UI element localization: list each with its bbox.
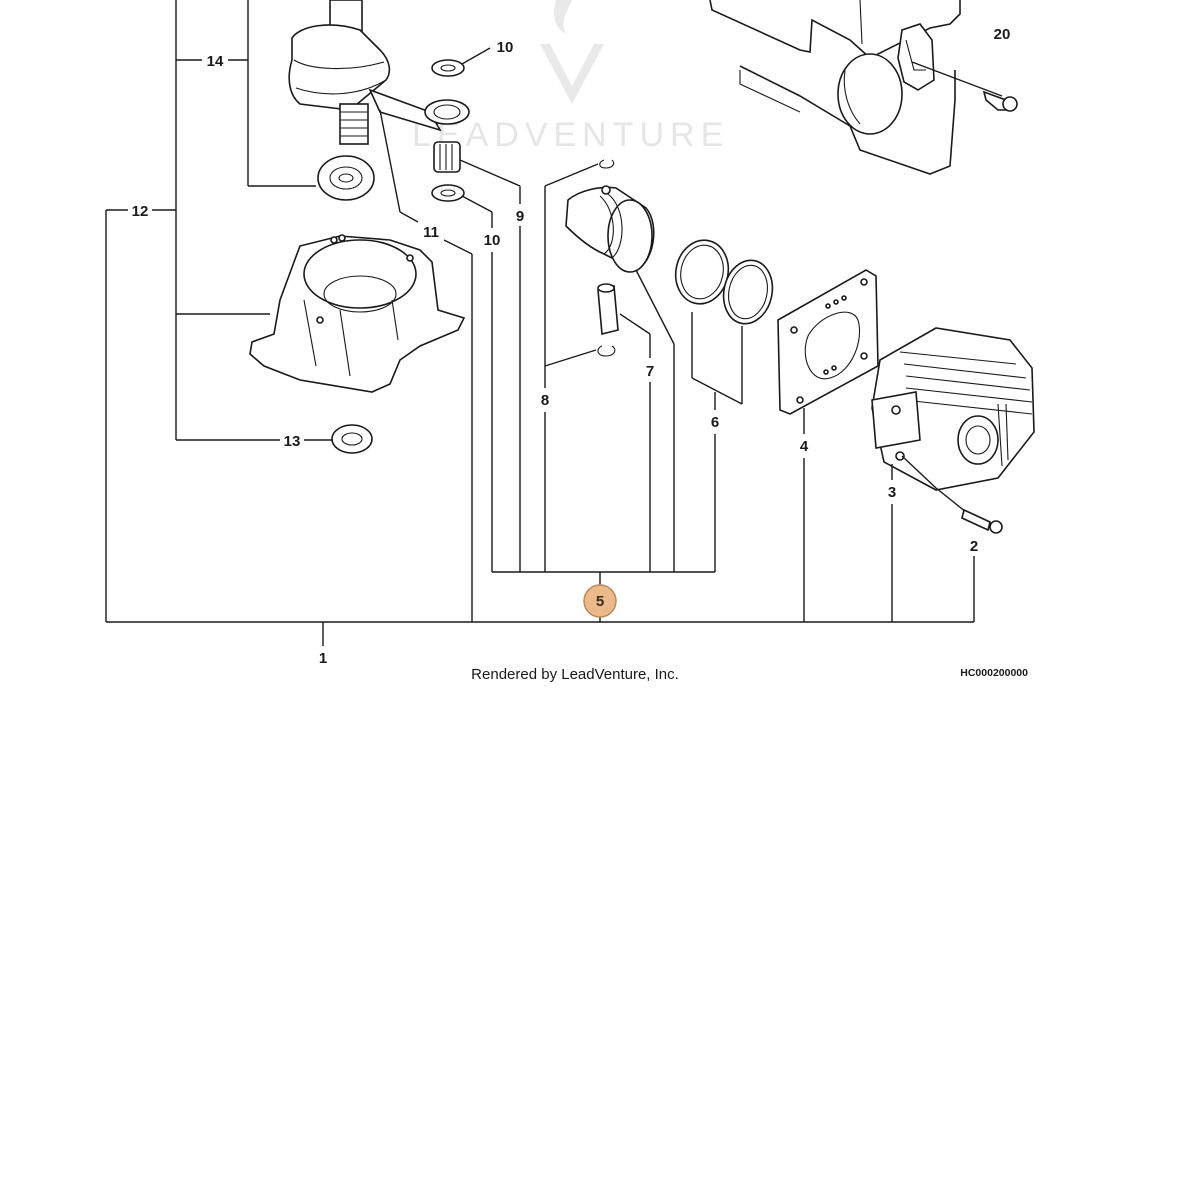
callout-9[interactable]: 9 xyxy=(516,208,524,225)
callout-20[interactable]: 20 xyxy=(994,26,1011,43)
engine-housing-part xyxy=(709,0,961,175)
circlip-part-lower xyxy=(597,345,616,357)
callout-1[interactable]: 1 xyxy=(319,650,327,667)
piston-pin-part xyxy=(597,283,619,336)
piston-part xyxy=(565,185,655,273)
oil-seal-part xyxy=(331,424,373,454)
crankcase-part xyxy=(249,234,466,393)
bolt-part-2 xyxy=(901,455,1003,534)
circlip-part-upper xyxy=(599,159,615,169)
parts-diagram: LEADVENTURE xyxy=(105,0,1035,683)
callout-10-upper[interactable]: 10 xyxy=(497,39,514,56)
callout-3[interactable]: 3 xyxy=(888,484,896,501)
callout-labels: 1 2 3 4 6 7 8 9 10 10 11 12 13 14 20 xyxy=(132,26,1011,667)
callout-2[interactable]: 2 xyxy=(970,538,978,555)
callout-13[interactable]: 13 xyxy=(284,433,301,450)
watermark-text: LEADVENTURE xyxy=(412,116,729,154)
washer-part-upper xyxy=(431,59,465,77)
gasket-part xyxy=(777,269,879,415)
callout-5[interactable]: 5 xyxy=(596,593,604,610)
callout-11[interactable]: 11 xyxy=(423,224,439,241)
callout-14[interactable]: 14 xyxy=(207,53,224,70)
crankshaft-part xyxy=(288,0,470,145)
leadventure-watermark: LEADVENTURE xyxy=(412,0,729,154)
callout-6[interactable]: 6 xyxy=(711,414,719,431)
callout-12[interactable]: 12 xyxy=(132,203,149,220)
leader-lines xyxy=(105,0,975,646)
callout-4[interactable]: 4 xyxy=(800,438,809,455)
highlight-circle[interactable] xyxy=(583,584,617,618)
leadventure-flame-logo-icon xyxy=(540,0,604,104)
bolt-part-20 xyxy=(911,61,1018,112)
footer-credit: Rendered by LeadVenture, Inc. xyxy=(471,666,679,683)
callout-7[interactable]: 7 xyxy=(646,363,654,380)
bearing-part xyxy=(317,155,375,201)
diagram-code: HC000200000 xyxy=(960,667,1028,679)
piston-ring-part-2 xyxy=(722,259,774,325)
callout-8[interactable]: 8 xyxy=(541,392,549,409)
needle-bearing-part xyxy=(433,141,461,173)
piston-ring-part-1 xyxy=(674,239,730,305)
callout-10-lower[interactable]: 10 xyxy=(484,232,501,249)
washer-part-lower xyxy=(431,184,465,202)
highlighted-callout-5[interactable]: 5 xyxy=(583,584,617,618)
cylinder-part xyxy=(871,327,1035,491)
